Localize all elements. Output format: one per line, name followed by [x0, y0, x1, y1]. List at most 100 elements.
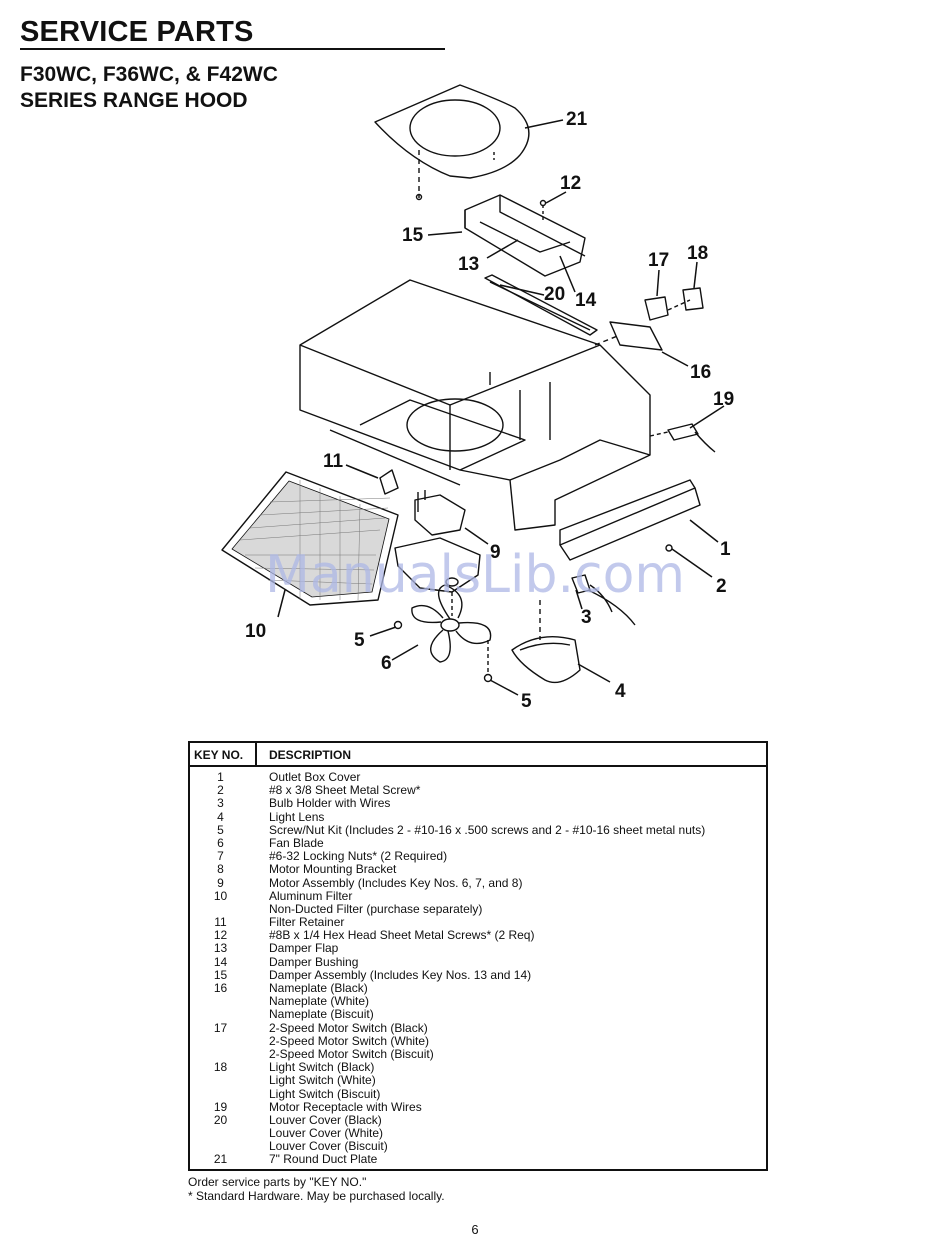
motor-assembly-drawing: [414, 494, 466, 536]
callout-17: 17: [648, 250, 669, 271]
key-number: 1: [217, 770, 224, 784]
part-description: Light Switch (White): [269, 1073, 376, 1088]
subtitle-line-1: F30WC, F36WC, & F42WC: [20, 63, 278, 86]
outlet-cover-drawing: [559, 487, 701, 561]
callout-5a: 5: [354, 630, 365, 651]
callout-19: 19: [713, 389, 734, 410]
screw-5a-drawing: [393, 620, 403, 630]
key-number: 7: [217, 849, 224, 864]
table-row: 4 Light Lens: [190, 809, 766, 824]
table-row: 2-Speed Motor Switch (White): [190, 1033, 766, 1048]
hardware-note: * Standard Hardware. May be purchased lo…: [188, 1188, 445, 1203]
part-description: 2-Speed Motor Switch (White): [269, 1033, 430, 1048]
part-description: Nameplate (White): [269, 994, 370, 1009]
table-row: Louver Cover (White): [190, 1126, 766, 1141]
key-number: 18: [213, 1060, 228, 1075]
table-row: Non-Ducted Filter (purchase separately): [190, 902, 766, 916]
page-title: SERVICE PARTS: [20, 16, 254, 48]
duct-collar-drawing: [409, 99, 501, 157]
damper-assembly-drawing: [464, 194, 586, 277]
nameplate-drawing: [609, 321, 663, 351]
filter-retainer-drawing: [379, 469, 399, 495]
table-body: 1 Outlet Box Cover 2 #8 x 3/8 Sheet Metal S…: [190, 770, 766, 1167]
order-note: Order service parts by "KEY NO.": [188, 1175, 367, 1189]
key-number: 2: [217, 783, 224, 798]
col-key-header: KEY NO.: [194, 748, 244, 762]
callout-13: 13: [458, 254, 479, 275]
part-description: Louver Cover (Biscuit): [269, 1139, 388, 1154]
hood-body-drawing: [299, 279, 651, 531]
receptacle-drawing: [667, 423, 699, 441]
table-row: 2-Speed Motor Switch (Biscuit): [190, 1046, 766, 1061]
callout-2: 2: [716, 576, 727, 597]
screw-5b-drawing: [483, 673, 493, 683]
callout-10: 10: [245, 621, 266, 642]
part-description: Motor Assembly (Includes Key Nos. 6, 7, …: [269, 875, 523, 890]
part-description: Motor Mounting Bracket: [269, 862, 397, 877]
callout-5b: 5: [521, 691, 532, 712]
part-description: Louver Cover (Black): [269, 1112, 382, 1127]
table-row: 15 Damper Assembly (Includes Key Nos. 13 …: [190, 967, 766, 982]
part-description: #6-32 Locking Nuts* (2 Required): [269, 849, 448, 864]
page-number: 6: [471, 1222, 479, 1237]
key-number: 19: [213, 1099, 228, 1114]
table-header: KEY NO. DESCRIPTION: [190, 743, 766, 767]
table-row: 7 #6-32 Locking Nuts* (2 Required): [190, 849, 766, 864]
callout-15: 15: [402, 225, 424, 246]
motor-bracket-drawing: [394, 537, 481, 593]
part-description: Damper Assembly (Includes Key Nos. 13 an…: [269, 967, 532, 982]
screw-2-drawing: [665, 544, 673, 552]
key-number: 12: [213, 928, 228, 943]
table-row: Nameplate (Biscuit): [190, 1008, 766, 1021]
part-description: Screw/Nut Kit (Includes 2 - #10-16 x .50…: [269, 822, 706, 837]
part-description: Light Switch (Black): [269, 1060, 375, 1075]
callout-14: 14: [575, 290, 597, 311]
part-description: Bulb Holder with Wires: [269, 796, 391, 811]
key-number: 13: [213, 941, 228, 956]
part-description: Outlet Box Cover: [269, 770, 361, 784]
part-description: Damper Bushing: [269, 954, 359, 969]
table-row: 19 Motor Receptacle with Wires: [190, 1099, 766, 1114]
part-description: Nameplate (Biscuit): [269, 1007, 374, 1022]
table-row: Light Switch (White): [190, 1074, 766, 1087]
key-number: 5: [217, 822, 224, 837]
subtitle-line-2: SERIES RANGE HOOD: [20, 89, 248, 112]
exploded-parts-diagram: 21 12 15 13 20 14 17 18 16 19 11 9 1 2 3…: [221, 84, 734, 712]
table-row: 18 Light Switch (Black): [190, 1060, 766, 1075]
table-row: Light Switch (Biscuit): [190, 1087, 766, 1101]
part-description: #8B x 1/4 Hex Head Sheet Metal Screws* (…: [269, 928, 535, 943]
part-description: Light Lens: [269, 809, 325, 824]
key-number: 17: [213, 1020, 228, 1035]
key-number: 3: [217, 796, 224, 811]
col-desc-header: DESCRIPTION: [269, 748, 352, 762]
bulb-holder-drawing: [571, 574, 591, 594]
fan-blade-drawing: [411, 584, 492, 663]
table-row: 1 Outlet Box Cover: [190, 770, 766, 784]
key-number: 14: [213, 954, 228, 969]
part-description: Damper Flap: [269, 941, 339, 956]
key-number: 10: [213, 888, 228, 903]
part-description: 2-Speed Motor Switch (Biscuit): [269, 1046, 434, 1061]
filter-drawing: [221, 471, 399, 606]
table-row: 8 Motor Mounting Bracket: [190, 863, 766, 876]
watermark: ManualsLib.com: [265, 545, 685, 605]
callout-16: 16: [690, 362, 711, 383]
part-description: Motor Receptacle with Wires: [269, 1099, 422, 1114]
title-underline: [20, 48, 445, 50]
part-description: #8 x 3/8 Sheet Metal Screw*: [269, 783, 421, 798]
part-description: Louver Cover (White): [269, 1126, 384, 1141]
key-number: 15: [213, 967, 228, 982]
callout-18: 18: [687, 243, 708, 264]
key-number: 21: [213, 1152, 228, 1167]
key-number: 11: [214, 915, 227, 930]
key-number: 4: [217, 809, 224, 824]
key-number: 8: [217, 862, 224, 877]
louver-cover-drawing: [484, 274, 598, 336]
